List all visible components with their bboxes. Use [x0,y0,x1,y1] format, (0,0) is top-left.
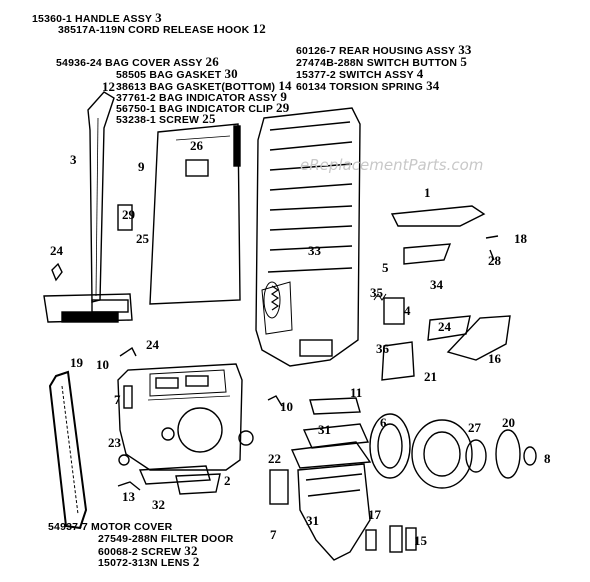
callout-4: 4 [404,303,411,318]
callout-17: 17 [368,507,381,522]
callout-23: 23 [108,435,121,450]
part-22 [269,469,289,505]
panel-21 [381,341,415,381]
callout-16: 16 [488,351,501,366]
motor-27 [411,419,473,489]
label-lens: 15072-313N LENS 2 [98,554,200,569]
filter-11 [309,397,361,415]
callout-31-a: 31 [318,422,331,437]
label-screw-25: 53238-1 SCREW 25 [116,111,216,126]
label-bag-indicator-clip: 56750-1 BAG INDICATOR CLIP 29 [116,100,290,115]
fan-housing [297,463,371,561]
label-handle-assy: 15360-1 HANDLE ASSY 3 [32,10,162,25]
callout-10-b: 10 [280,399,293,414]
label-bag-gasket-bottom: 38613 BAG GASKET(BOTTOM) 14 [116,78,292,93]
label-torsion-spring: 60134 TORSION SPRING 34 [296,78,440,93]
handle-assembly [43,91,133,323]
callout-24-a: 24 [50,243,63,258]
callout-20: 20 [502,415,515,430]
label-rear-housing: 60126-7 REAR HOUSING ASSY 33 [296,42,472,57]
callout-19: 19 [70,355,83,370]
callout-35: 35 [370,285,383,300]
ring-6 [369,413,411,479]
callout-1: 1 [424,185,431,200]
callout-24-c: 24 [146,337,159,352]
callout-33: 33 [308,243,321,258]
watermark: eReplacementParts.com [300,156,484,174]
callout-34: 34 [430,277,443,292]
label-filter-door: 27549-288N FILTER DOOR [98,533,234,545]
filter-clip [123,385,133,409]
callout-27: 27 [468,420,481,435]
label-switch-button: 27474B-288N SWITCH BUTTON 5 [296,54,468,69]
callout-8: 8 [544,451,551,466]
callout-24-b: 24 [438,319,451,334]
callout-9: 9 [138,159,145,174]
callout-5: 5 [382,260,389,275]
motor-cover-assembly [117,363,254,485]
switch-assy [383,297,405,325]
callout-22: 22 [268,451,281,466]
label-switch-assy: 15377-2 SWITCH ASSY 4 [296,66,424,81]
callout-2: 2 [224,473,231,488]
label-bag-indicator-assy: 37761-2 BAG INDICATOR ASSY 9 [116,89,288,104]
label-bag-gasket: 58505 BAG GASKET 30 [116,66,238,81]
callout-18: 18 [514,231,527,246]
callout-29: 29 [122,207,135,222]
lens-2 [175,473,221,495]
callout-11: 11 [350,385,363,400]
callout-filter-door: 7 [270,527,277,542]
drive-belt [48,370,88,530]
callout-26: 26 [190,138,203,153]
callout-12: 12 [102,79,115,94]
callout-28: 28 [488,253,501,268]
callout-13: 13 [122,489,135,504]
label-screw-32: 60068-2 SCREW 32 [98,543,198,558]
callout-7-a: 7 [114,392,121,407]
callout-36: 36 [376,341,389,356]
label-cord-release-hook: 38517A-119N CORD RELEASE HOOK 12 [58,21,266,36]
side-panel [446,315,511,361]
callout-15: 15 [414,533,427,548]
callout-32: 32 [152,497,165,512]
bag-cover [149,123,241,305]
callout-3: 3 [70,152,77,167]
callout-31-b: 31 [306,513,319,528]
top-cover [390,205,486,227]
label-motor-cover: 54937-7 MOTOR COVER [48,521,173,533]
callout-25: 25 [136,231,149,246]
callout-6: 6 [380,415,387,430]
label-bag-cover: 54936-24 BAG COVER ASSY 26 [56,54,219,69]
rear-housing [255,107,361,367]
callout-10-a: 10 [96,357,109,372]
disc-20 [495,429,521,479]
cord-hook [51,262,63,282]
callout-21: 21 [424,369,437,384]
switch-button [403,243,452,265]
